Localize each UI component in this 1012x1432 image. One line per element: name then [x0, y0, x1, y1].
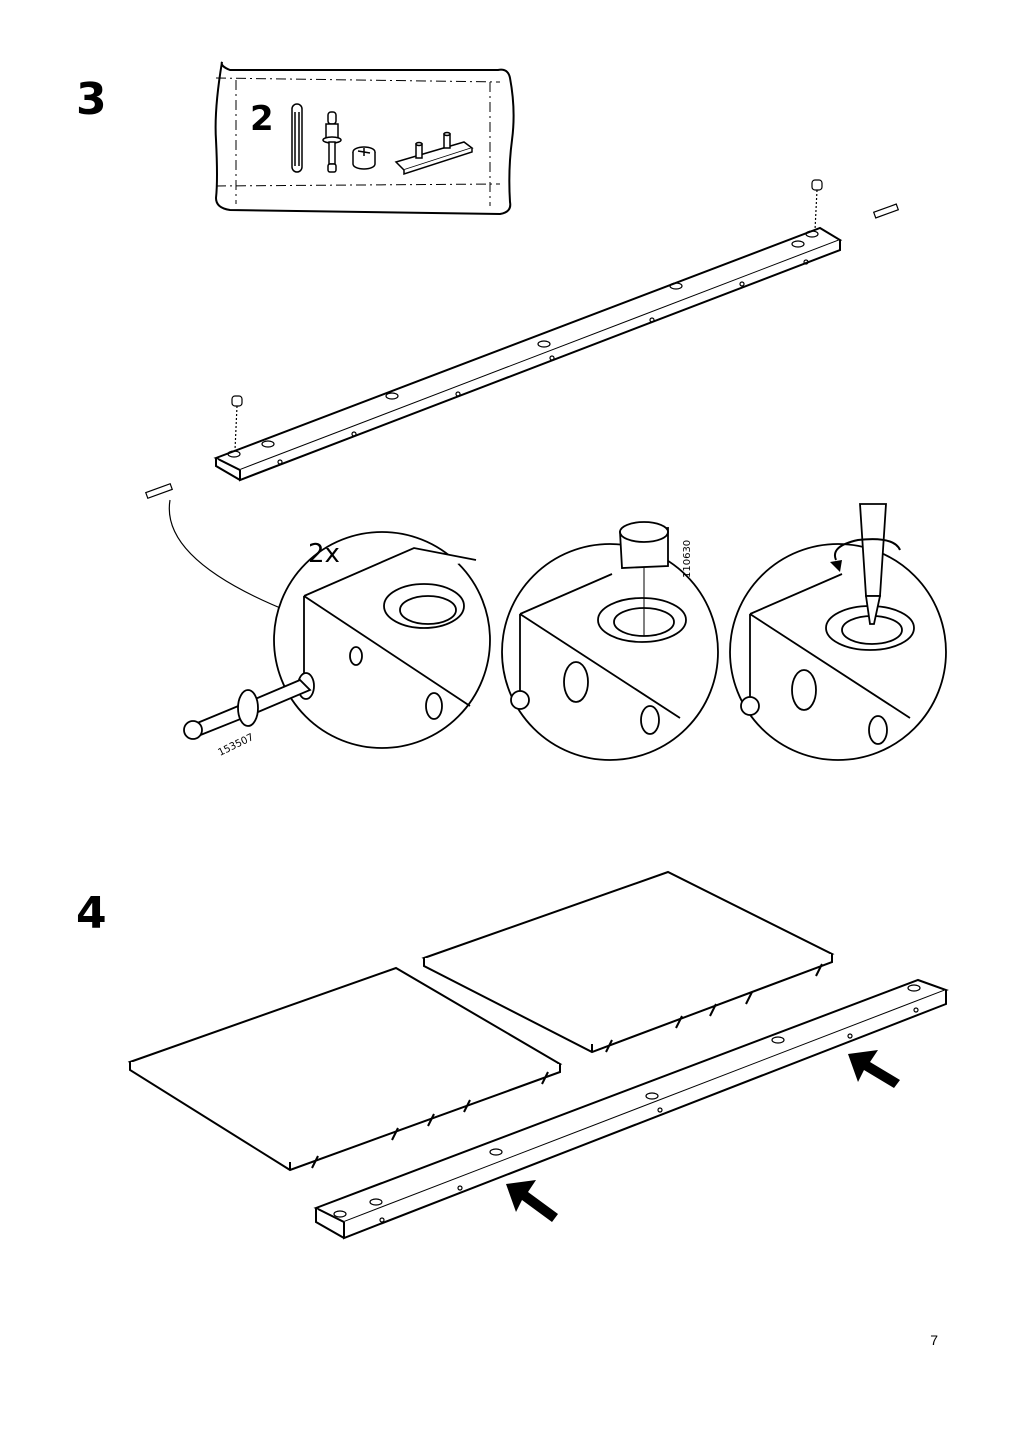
cam-lock-icon: [352, 146, 376, 170]
cam-pin-icon: [322, 111, 342, 173]
part-code-dowel: 153507: [216, 732, 255, 759]
rail-board-step4: [313, 978, 949, 1240]
screwdriver-icon: [859, 503, 887, 625]
callout-line: [168, 499, 291, 613]
rotate-arrow-icon: [834, 538, 901, 561]
wooden-dowel-icon: [291, 103, 303, 173]
cam-pin-icon: [144, 203, 900, 500]
detail-multiplier: 2x: [308, 539, 340, 569]
shelf-pins: [311, 963, 823, 1169]
cam-lock-icon: [231, 179, 823, 451]
page-number: 7: [930, 1332, 938, 1348]
step-number-3: 3: [76, 74, 107, 125]
detail-circle-1: [183, 531, 491, 749]
rail-holes-step3: [227, 230, 819, 465]
rail-holes-step4: [333, 984, 921, 1223]
shelf-support-icon: [394, 131, 474, 176]
detail-circle-3: [729, 543, 947, 761]
push-arrow-icon: [506, 1050, 900, 1222]
shelf-panel-left: [127, 966, 563, 1172]
shelf-panel-right: [421, 870, 835, 1054]
rotate-arrow-head: [830, 560, 842, 572]
detail-circle-2: [501, 521, 719, 761]
parts-bag: [214, 61, 515, 216]
rail-board-step3: [213, 226, 843, 482]
step-number-4: 4: [76, 888, 107, 939]
parts-quantity: 2: [250, 99, 274, 139]
part-code-cam: 110630: [682, 540, 693, 578]
